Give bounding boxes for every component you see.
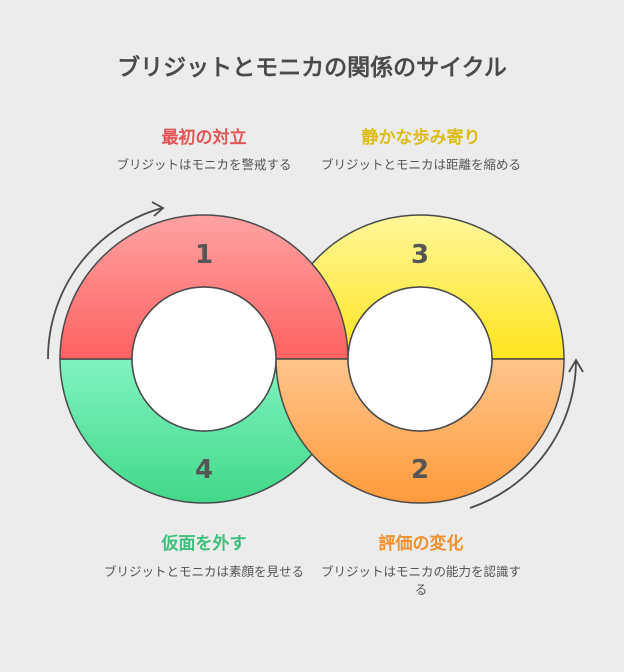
step-3-title: 静かな歩み寄り bbox=[361, 128, 481, 148]
step-1-title: 最初の対立 bbox=[161, 128, 247, 148]
segment-1-number: 1 bbox=[195, 240, 213, 270]
right-ring-hole bbox=[347, 286, 493, 432]
step-1-desc: ブリジットはモニカを警戒する bbox=[116, 157, 292, 172]
arrow-right bbox=[469, 361, 577, 509]
left-ring-hole bbox=[131, 286, 277, 432]
arrow-left-head bbox=[151, 201, 165, 217]
step-2-desc: ブリジットはモニカの能力を認識する bbox=[321, 564, 522, 597]
arrow-right-head bbox=[568, 358, 584, 373]
step-4-desc: ブリジットとモニカは素顔を見せる bbox=[104, 564, 305, 579]
step-3-desc: ブリジットとモニカは距離を縮める bbox=[321, 157, 522, 172]
step-2-title: 評価の変化 bbox=[378, 534, 464, 554]
segment-4-number: 4 bbox=[195, 455, 213, 485]
segment-3-number: 3 bbox=[411, 240, 429, 270]
diagram-title: ブリジットとモニカの関係のサイクル bbox=[117, 55, 507, 81]
segment-2-number: 2 bbox=[411, 455, 429, 485]
step-4-title: 仮面を外す bbox=[161, 534, 247, 554]
arrow-left bbox=[47, 207, 163, 360]
